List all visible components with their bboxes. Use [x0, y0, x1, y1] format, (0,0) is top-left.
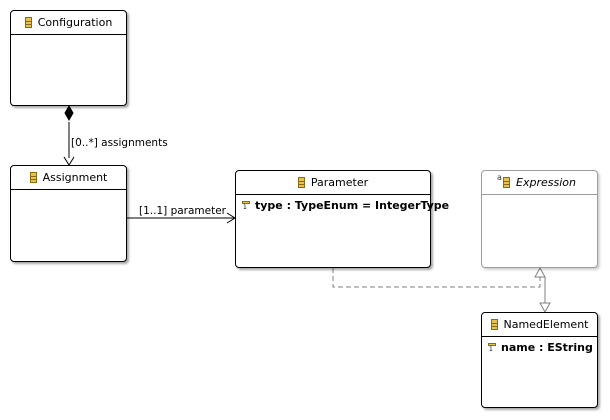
attribute-icon: 1 — [242, 200, 250, 211]
edge-parameter-inherits-triangle — [534, 266, 546, 278]
class-expression-header: a Expression — [482, 171, 597, 195]
class-assignment-name: Assignment — [42, 171, 108, 184]
class-configuration-name: Configuration — [37, 16, 113, 29]
attribute-row[interactable]: 1 name : EString — [488, 341, 593, 354]
class-icon — [29, 172, 37, 183]
class-parameter-attributes: 1 type : TypeEnum = IntegerType — [236, 195, 449, 212]
class-expression-name: Expression — [516, 176, 576, 189]
class-named-element-attributes: 1 name : EString — [482, 337, 597, 354]
attribute-name: name : EString — [501, 341, 593, 354]
edge-assignments-diamond — [64, 104, 74, 122]
abstract-marker: a — [497, 173, 502, 182]
class-parameter-header: Parameter — [236, 171, 430, 195]
attribute-multiplicity: 1 — [489, 346, 493, 353]
edge-named-element-inherits-triangle — [539, 302, 551, 314]
abstract-class-icon: a — [497, 173, 511, 188]
class-expression[interactable]: a Expression — [481, 170, 598, 268]
class-parameter[interactable]: Parameter 1 type : TypeEnum = IntegerTyp… — [235, 170, 449, 268]
edge-parameter-inherits-line — [332, 268, 541, 288]
class-named-element-header: NamedElement — [482, 313, 597, 337]
attribute-multiplicity: 1 — [243, 204, 247, 211]
class-assignment[interactable]: Assignment — [10, 165, 127, 262]
attribute-type: type : TypeEnum = IntegerType — [255, 199, 450, 212]
class-icon — [490, 319, 498, 330]
edge-assignments-label: [0..*] assignments — [71, 137, 168, 149]
class-icon — [297, 177, 305, 188]
attribute-icon: 1 — [488, 342, 496, 353]
attribute-row[interactable]: 1 type : TypeEnum = IntegerType — [242, 199, 449, 212]
edge-parameter-arrowhead — [226, 212, 236, 224]
edge-assignments-arrowhead — [63, 156, 75, 166]
class-named-element[interactable]: NamedElement 1 name : EString — [481, 312, 598, 408]
class-icon — [24, 17, 32, 28]
class-configuration-header: Configuration — [11, 11, 126, 35]
class-parameter-name: Parameter — [310, 176, 369, 189]
class-configuration[interactable]: Configuration — [10, 10, 127, 106]
edge-parameter-label: [1..1] parameter — [139, 205, 226, 217]
class-assignment-header: Assignment — [11, 166, 126, 190]
class-named-element-name: NamedElement — [503, 318, 589, 331]
